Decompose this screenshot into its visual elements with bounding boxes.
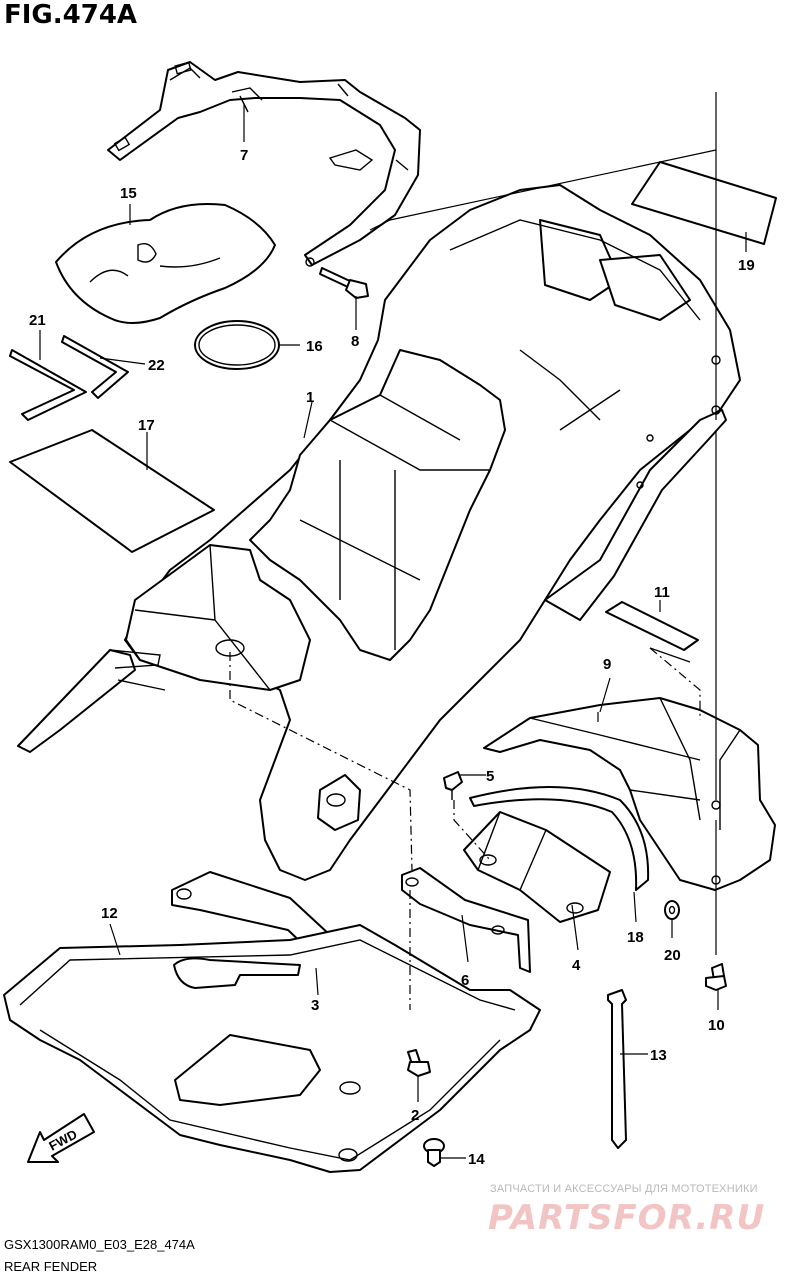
callout-1: 1 xyxy=(306,389,314,406)
bolt-part-10[interactable] xyxy=(705,963,727,991)
watermark-logo: PARTSFOR.RU xyxy=(488,1198,766,1238)
grab-rail-part[interactable] xyxy=(107,61,421,267)
bolt-part-2[interactable] xyxy=(407,1049,431,1077)
callout-22: 22 xyxy=(148,357,165,374)
cover-part-15[interactable] xyxy=(55,203,276,324)
rear-fender-main[interactable] xyxy=(17,184,741,881)
hex-wrench-part-22[interactable] xyxy=(61,335,129,399)
undertray-part-12[interactable] xyxy=(3,924,541,1173)
callout-3: 3 xyxy=(311,997,319,1014)
callout-7: 7 xyxy=(240,147,248,164)
clip-part-5[interactable] xyxy=(443,771,463,800)
cable-tie-part-13[interactable] xyxy=(607,989,627,1149)
pad-part-11[interactable] xyxy=(605,601,699,651)
callout-20: 20 xyxy=(664,947,681,964)
callout-17: 17 xyxy=(138,417,155,434)
section-name: REAR FENDER xyxy=(4,1259,98,1274)
callout-6: 6 xyxy=(461,972,469,989)
callout-8: 8 xyxy=(351,333,359,350)
callout-2: 2 xyxy=(411,1107,419,1124)
strip-part-18[interactable] xyxy=(469,785,650,891)
callout-12: 12 xyxy=(101,905,118,922)
bracket-part-6[interactable] xyxy=(401,867,531,973)
callout-10: 10 xyxy=(708,1017,725,1034)
bracket-part-4[interactable] xyxy=(463,811,611,923)
rivet-part-14[interactable] xyxy=(423,1138,445,1167)
sheet-part-19[interactable] xyxy=(631,161,777,245)
callout-5: 5 xyxy=(486,768,494,785)
model-code: GSX1300RAM0_E03_E28_474A xyxy=(4,1237,195,1252)
bolt-part-8[interactable] xyxy=(319,267,369,299)
sheet-part-17[interactable] xyxy=(9,429,215,553)
callout-19: 19 xyxy=(738,257,755,274)
callout-15: 15 xyxy=(120,185,137,202)
watermark-subtitle: ЗАПЧАСТИ И АКСЕССУАРЫ ДЛЯ МОТОТЕХНИКИ xyxy=(490,1183,758,1195)
ring-part-16[interactable] xyxy=(194,320,280,370)
figure-title: FIG.474A xyxy=(4,0,138,30)
callout-18: 18 xyxy=(627,929,644,946)
callout-16: 16 xyxy=(306,338,323,355)
leader-lines xyxy=(39,92,747,1159)
hex-wrench-part-21[interactable] xyxy=(9,349,87,421)
callout-14: 14 xyxy=(468,1151,485,1168)
callout-4: 4 xyxy=(572,957,581,974)
callout-labels: 1 2 3 4 5 6 7 8 9 10 11 12 13 14 15 16 1… xyxy=(29,147,755,1168)
forward-arrow-icon: FWD xyxy=(27,1113,95,1163)
callout-9: 9 xyxy=(603,656,611,673)
callout-21: 21 xyxy=(29,312,46,329)
washer-part-20[interactable] xyxy=(664,900,680,920)
callout-11: 11 xyxy=(654,584,670,601)
callout-13: 13 xyxy=(650,1047,667,1064)
cover-part-9[interactable] xyxy=(483,697,776,891)
